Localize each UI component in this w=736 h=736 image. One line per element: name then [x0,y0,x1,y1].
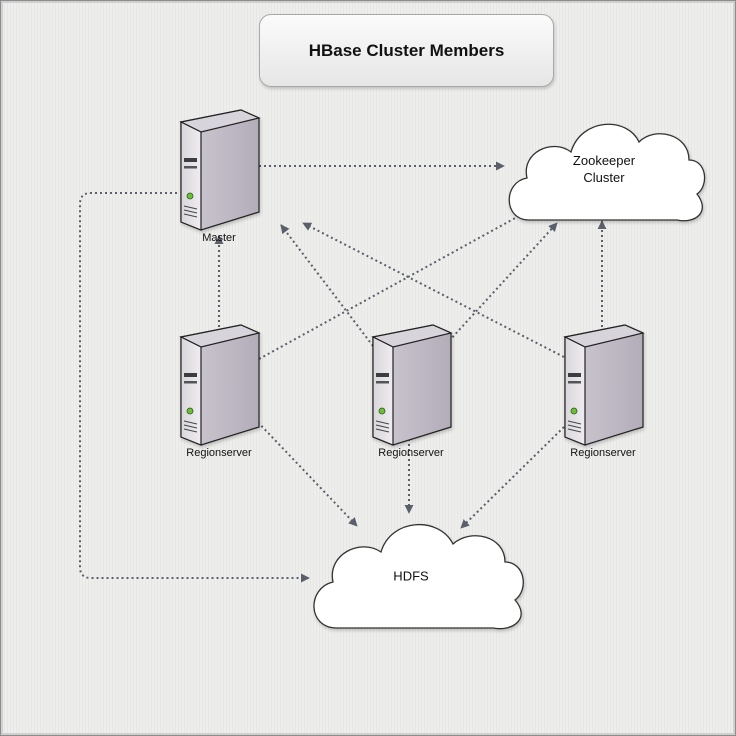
zookeeper-label-line2: Cluster [583,170,625,185]
edge-rs3-master [302,222,565,358]
edge-rs2-zookeeper [448,222,558,342]
clouds [313,123,706,630]
regionserver-1-icon [179,324,261,446]
title-box: HBase Cluster Members [259,14,554,87]
regionserver-3-label: Regionserver [570,447,636,459]
regionserver-2-icon [371,324,453,446]
zookeeper-label: Zookeeper Cluster [573,152,635,186]
connections [79,161,607,583]
edge-rs3-hdfs [460,426,565,529]
edge-master-hdfs [79,192,310,583]
edge-rs1-hdfs [250,414,358,527]
edge-rs2-master [280,224,374,347]
master-label: Master [202,232,236,244]
zookeeper-cloud-icon [508,123,706,222]
diagram-title: HBase Cluster Members [308,40,505,60]
regionserver-2-label: Regionserver [378,447,444,459]
hdfs-cloud-icon [313,523,524,630]
edge-rs1-zookeeper [258,210,529,360]
hdfs-label: HDFS [393,568,429,584]
master-server-icon [179,109,261,231]
zookeeper-label-line1: Zookeeper [572,153,636,168]
regionserver-3-icon [563,324,645,446]
servers [179,109,645,446]
regionserver-1-label: Regionserver [186,447,252,459]
